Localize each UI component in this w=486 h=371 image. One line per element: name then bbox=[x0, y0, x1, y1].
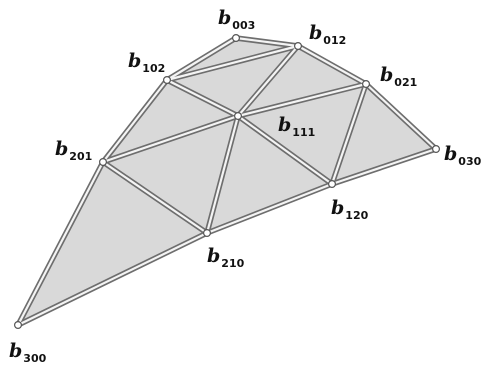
edge-highlight-b012-b111 bbox=[236, 44, 300, 118]
label-b210: b210 bbox=[207, 245, 245, 270]
edge-highlight-b111-b210 bbox=[205, 114, 240, 235]
control-point-b300 bbox=[14, 321, 23, 330]
edge-highlight-b102-b003 bbox=[165, 36, 238, 82]
edge-highlight-b003-b012 bbox=[234, 36, 300, 48]
control-point-b012 bbox=[294, 41, 303, 50]
points-layer bbox=[14, 33, 441, 330]
edge-highlight-b021-b030 bbox=[364, 82, 438, 151]
edge-highlight-b300-b201 bbox=[16, 160, 105, 327]
label-b102: b102 bbox=[128, 50, 166, 75]
edge-highlight-b201-b210 bbox=[101, 160, 209, 235]
label-b030: b030 bbox=[444, 143, 482, 168]
edge-highlight-b210-b300 bbox=[16, 231, 209, 327]
edge-highlight-b021-b120 bbox=[330, 82, 368, 186]
edge-highlight-b012-b021 bbox=[296, 44, 368, 86]
edge-highlight-b201-b102 bbox=[101, 78, 169, 164]
control-point-b030 bbox=[432, 145, 441, 154]
control-point-b201 bbox=[98, 158, 107, 167]
label-b003: b003 bbox=[218, 7, 256, 32]
faces-layer bbox=[16, 37, 437, 327]
label-b111: b111 bbox=[278, 114, 316, 139]
edge-highlight-b111-b021 bbox=[236, 82, 368, 118]
control-point-b102 bbox=[163, 75, 172, 84]
edge-highlight-b102-b012 bbox=[165, 44, 300, 82]
edge-highlight-b201-b111 bbox=[101, 114, 240, 164]
label-b120: b120 bbox=[331, 197, 369, 222]
edge-highlight-b111-b120 bbox=[236, 114, 334, 186]
control-point-b111 bbox=[234, 111, 243, 120]
control-point-b003 bbox=[232, 33, 241, 42]
label-b021: b021 bbox=[380, 64, 418, 89]
edge-highlight-b120-b210 bbox=[205, 182, 334, 235]
label-b012: b012 bbox=[309, 22, 347, 47]
control-point-b210 bbox=[203, 229, 212, 238]
edges-layer bbox=[15, 35, 439, 328]
control-point-b120 bbox=[328, 180, 337, 189]
edge-highlight-b102-b111 bbox=[165, 78, 240, 118]
edge-highlight-b030-b120 bbox=[330, 147, 438, 186]
label-b201: b201 bbox=[55, 138, 93, 163]
label-b300: b300 bbox=[9, 340, 47, 365]
control-point-b021 bbox=[362, 79, 371, 88]
